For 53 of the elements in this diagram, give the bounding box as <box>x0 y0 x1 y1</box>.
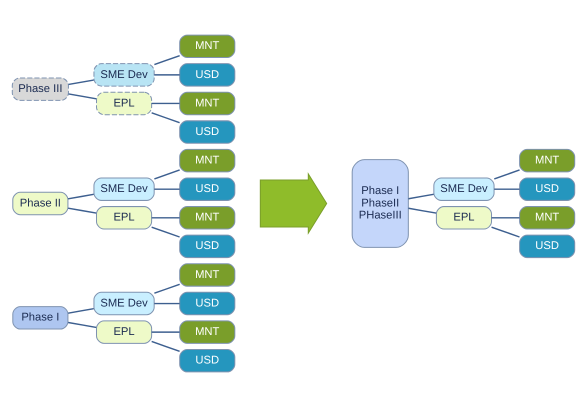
node-box: MNT <box>519 148 576 172</box>
connector <box>491 226 520 238</box>
connector <box>151 226 180 238</box>
connector <box>154 188 180 190</box>
connector <box>154 74 180 76</box>
connector <box>68 321 96 328</box>
node-box: Phase II <box>12 191 68 215</box>
connector <box>68 92 96 99</box>
connector <box>151 340 180 352</box>
node-box: USD <box>179 120 236 144</box>
node-box: SME Dev <box>433 176 495 200</box>
connector <box>154 54 180 65</box>
node-box: MNT <box>179 262 236 286</box>
connector <box>492 216 520 218</box>
node-box: EPL <box>96 91 152 115</box>
node-box: MNT <box>179 206 236 230</box>
connector <box>68 206 96 214</box>
connector <box>154 168 180 180</box>
node-box: MNT <box>179 34 236 58</box>
node-box: MNT <box>179 320 236 344</box>
node-box: EPL <box>96 206 152 230</box>
node-box: SME Dev <box>93 62 155 86</box>
node-box: Phase I <box>12 306 68 330</box>
node-box: USD <box>179 234 236 258</box>
connector <box>152 330 180 332</box>
node-box: USD <box>519 176 576 200</box>
node-box: EPL <box>436 206 492 230</box>
node-box: USD <box>179 291 236 315</box>
node-box: USD <box>179 62 236 86</box>
node-box: EPL <box>96 320 152 344</box>
connector <box>494 188 520 190</box>
node-box: Phase III <box>12 76 69 100</box>
node-box: MNT <box>179 148 236 172</box>
connector <box>408 193 434 199</box>
connector <box>152 102 180 104</box>
node-box: MNT <box>519 206 576 230</box>
connector <box>151 112 180 123</box>
node-box: SME Dev <box>93 176 155 200</box>
node-box: USD <box>179 348 236 372</box>
connector <box>152 216 180 218</box>
node-arrow <box>260 172 328 234</box>
connector <box>68 307 94 314</box>
connector <box>68 193 94 200</box>
node-box: MNT <box>179 91 236 115</box>
connector <box>494 168 520 180</box>
connector <box>68 78 94 85</box>
connector <box>154 302 180 304</box>
node-box: SME Dev <box>93 291 155 315</box>
node-box: USD <box>179 176 236 200</box>
connector <box>154 283 180 294</box>
node-box: Phase I PhaseII PHaseIII <box>352 158 409 248</box>
connector <box>408 207 436 214</box>
node-box: USD <box>519 234 576 258</box>
